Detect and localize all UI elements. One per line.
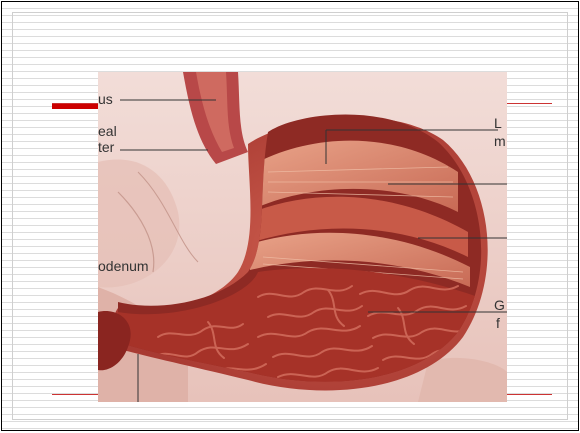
label-muscle-line2: m xyxy=(494,134,506,148)
label-sphincter-line1: eal xyxy=(98,124,117,138)
stomach-anatomy-figure: us eal ter odenum L m G f xyxy=(98,72,507,402)
label-esophagus: us xyxy=(98,92,113,106)
label-muscle-line1: L xyxy=(494,116,502,130)
label-sphincter-line2: ter xyxy=(98,140,114,154)
divider-top-right xyxy=(507,103,552,104)
label-duodenum: odenum xyxy=(98,259,149,273)
stomach-illustration xyxy=(98,72,507,402)
accent-bar xyxy=(52,104,98,109)
divider-bottom-left xyxy=(52,394,98,395)
label-folds-line1: G xyxy=(494,298,505,312)
label-folds-line2: f xyxy=(496,316,500,330)
divider-bottom-right xyxy=(507,394,552,395)
